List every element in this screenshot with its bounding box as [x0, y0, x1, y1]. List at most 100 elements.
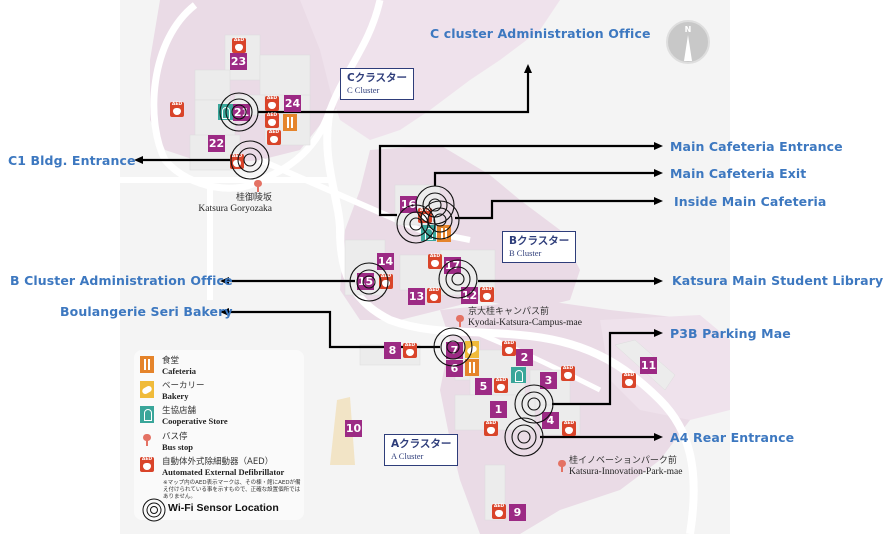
building-marker-8[interactable]: 8 — [384, 342, 401, 359]
legend-aed-note: ※マップ内のAED表示マークは、その棟・館にAEDが備え付けられている事を示すも… — [163, 480, 301, 500]
legend-coop-jp: 生協店舗 — [162, 406, 197, 416]
north-compass-icon: N — [666, 20, 710, 64]
building-marker-24[interactable]: 24 — [284, 95, 301, 112]
cluster-label-a: Aクラスター A Cluster — [384, 434, 459, 466]
legend-cafeteria-en: Cafeteria — [162, 366, 196, 376]
aed-icon: AED — [140, 457, 154, 472]
bus-stop-icon — [143, 434, 151, 446]
bus-stop-innovation-park-jp: 桂イノベーションパーク前 — [569, 456, 677, 466]
bakery-icon — [465, 341, 479, 358]
callout-a4-rear[interactable]: A4 Rear Entrance — [670, 430, 795, 445]
arrowhead-main-caf-entrance — [654, 142, 663, 150]
cafeteria-icon — [140, 356, 154, 373]
bakery-icon — [140, 381, 154, 398]
building-marker-3[interactable]: 3 — [540, 372, 557, 389]
aed-icon: AED — [484, 421, 498, 436]
road-inner-a — [469, 327, 602, 393]
aed-icon: AED — [492, 504, 506, 519]
building-marker-1[interactable]: 1 — [490, 401, 507, 418]
cooperative-store-icon — [421, 225, 436, 241]
bus-stop-goryozaka: 桂御陵坂 Katsura Goryozaka — [172, 193, 272, 215]
cooperative-store-icon — [511, 367, 526, 383]
aed-icon: AED — [170, 102, 184, 117]
arrowhead-c-admin — [524, 64, 532, 73]
aed-icon: AED — [622, 373, 636, 388]
bus-stop-kyodai-katsura: 京大桂キャンパス前 Kyodai-Katsura-Campus-mae — [468, 307, 582, 329]
callout-c1-entrance[interactable]: C1 Bldg. Entrance — [8, 153, 136, 168]
aed-icon: AED — [562, 421, 576, 436]
cluster-b-en: B Cluster — [509, 248, 542, 258]
aed-icon: AED — [418, 208, 432, 223]
cafeteria-icon — [465, 359, 479, 376]
building-marker-13[interactable]: 13 — [408, 288, 425, 305]
building-marker-17[interactable]: 17 — [444, 257, 461, 274]
cooperative-store-icon — [218, 104, 233, 120]
cluster-label-b: Bクラスター B Cluster — [502, 231, 577, 263]
arrowheads — [134, 64, 663, 441]
callout-b-admin[interactable]: B Cluster Administration Office — [10, 273, 233, 288]
callout-main-caf-exit[interactable]: Main Cafeteria Exit — [670, 166, 807, 181]
line-p3b — [552, 331, 655, 406]
legend-coop-en: Cooperative Store — [162, 416, 228, 426]
callout-lines — [142, 72, 655, 439]
aed-icon: AED — [230, 154, 244, 169]
bus-stop-goryozaka-jp: 桂御陵坂 — [235, 193, 272, 203]
line-main-caf-exit — [433, 171, 655, 186]
building-marker-22[interactable]: 22 — [208, 135, 225, 152]
building-marker-21[interactable]: 21 — [233, 104, 250, 121]
building-marker-4[interactable]: 4 — [542, 412, 559, 429]
cafeteria-icon — [437, 225, 451, 242]
aed-icon: AED — [494, 378, 508, 393]
bus-stop-innovation-park: 桂イノベーションパーク前 Katsura-Innovation-Park-mae — [569, 456, 682, 478]
cluster-c-jp: Cクラスター — [347, 72, 407, 84]
callout-c-admin[interactable]: C cluster Administration Office — [430, 26, 651, 41]
line-main-caf-entrance — [378, 144, 655, 217]
building-marker-6[interactable]: 6 — [446, 360, 463, 377]
callout-library[interactable]: Katsura Main Student Library — [672, 273, 884, 288]
building-marker-7[interactable]: 7 — [446, 342, 463, 359]
callout-inside-main-caf[interactable]: Inside Main Cafeteria — [674, 194, 827, 209]
bus-stop-icon — [456, 315, 464, 327]
building-marker-23[interactable]: 23 — [230, 53, 247, 70]
bus-stop-icon — [558, 460, 566, 472]
legend-bakery-en: Bakery — [162, 391, 189, 401]
arrowhead-main-caf-exit — [654, 169, 663, 177]
legend-cafeteria-jp: 食堂 — [162, 356, 180, 366]
line-inside-main-caf — [455, 199, 655, 220]
building-marker-9[interactable]: 9 — [509, 504, 526, 521]
line-c-admin — [258, 72, 530, 114]
arrowhead-library — [654, 277, 663, 285]
arrowhead-p3b — [654, 329, 663, 337]
aed-icon: AED — [561, 366, 575, 381]
aed-icon: AED — [428, 254, 442, 269]
sports-field — [330, 397, 355, 465]
building-marker-12[interactable]: 12 — [461, 287, 478, 304]
arrowhead-a4-rear — [654, 433, 663, 441]
callout-bakery[interactable]: Boulangerie Seri Bakery — [60, 304, 233, 319]
legend-aed-en: Automated External Defibrillator — [162, 467, 285, 477]
building-marker-5[interactable]: 5 — [475, 378, 492, 395]
building-marker-11[interactable]: 11 — [640, 357, 657, 374]
building-marker-14[interactable]: 14 — [377, 253, 394, 270]
callout-p3b[interactable]: P3B Parking Mae — [670, 326, 791, 341]
legend-aed-jp: 自動体外式除細動器（AED） — [162, 457, 274, 467]
arrowhead-b-admin — [220, 277, 229, 285]
legend-bus-jp: バス停 — [162, 432, 188, 442]
building-marker-10[interactable]: 10 — [345, 420, 362, 437]
arrowhead-c1-entrance — [134, 156, 143, 164]
building-marker-16[interactable]: 16 — [400, 196, 417, 213]
legend-item-wifi: Wi-Fi Sensor Location — [142, 498, 279, 526]
bus-stop-icon — [254, 180, 262, 192]
building-marker-2[interactable]: 2 — [516, 349, 533, 366]
aed-icon: AED — [267, 130, 281, 145]
aed-icon: AED — [265, 113, 279, 128]
arrowhead-bakery — [220, 308, 229, 316]
bus-stop-kyodai-katsura-jp: 京大桂キャンパス前 — [468, 307, 550, 317]
bus-stop-goryozaka-en: Katsura Goryozaka — [198, 204, 272, 214]
aed-icon: AED — [379, 274, 393, 289]
aed-icon: AED — [265, 96, 279, 111]
bus-stop-innovation-park-en: Katsura-Innovation-Park-mae — [569, 467, 683, 477]
callout-main-caf-entrance[interactable]: Main Cafeteria Entrance — [670, 139, 843, 154]
building-marker-15[interactable]: 15 — [357, 273, 374, 290]
